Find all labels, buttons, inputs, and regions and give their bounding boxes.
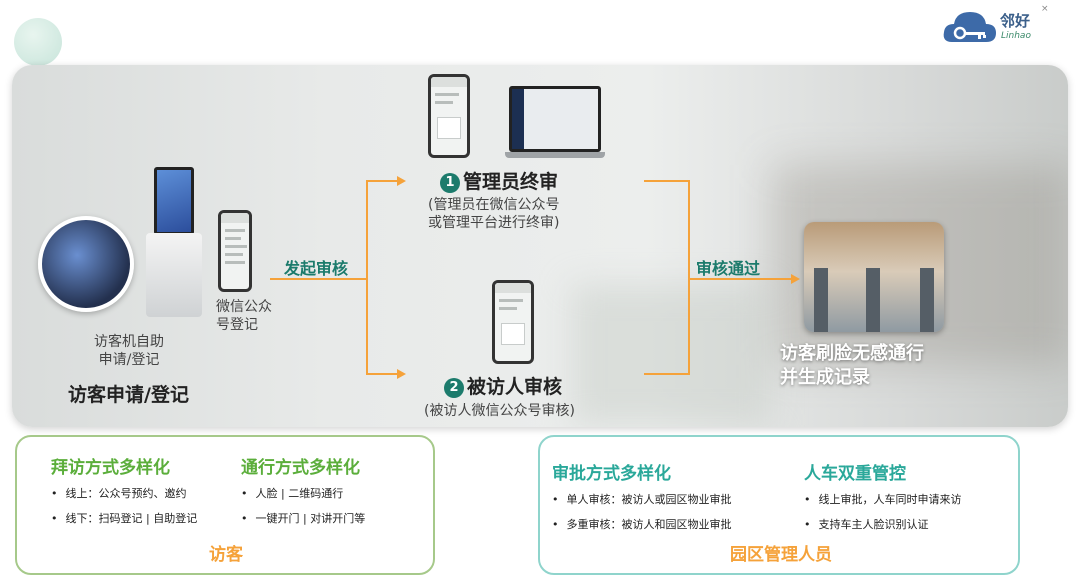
arrow-line xyxy=(366,180,368,375)
visitor-features-box: 拜访方式多样化 线上：公众号预约、邀约 线下：扫码登记 | 自助登记 通行方式多… xyxy=(15,435,435,575)
visit-methods-list: 线上：公众号预约、邀约 线下：扫码登记 | 自助登记 xyxy=(51,485,198,535)
step1-note: (管理员在微信公众号或管理平台进行终审) xyxy=(428,197,560,231)
company-logo: 邻好 Linhao × xyxy=(940,4,1050,50)
manager-footer: 园区管理人员 xyxy=(730,545,832,565)
arrow-line xyxy=(644,373,690,375)
approval-methods-title: 审批方式多样化 xyxy=(552,464,671,484)
list-item: 支持车主人脸识别认证 xyxy=(804,516,962,532)
list-item: 一键开门 | 对讲开门等 xyxy=(241,510,366,526)
list-item: 线上审批，人车同时申请来访 xyxy=(804,491,962,507)
arrow-line xyxy=(644,180,690,182)
visit-methods-title: 拜访方式多样化 xyxy=(51,458,170,478)
arrow-line xyxy=(270,278,368,280)
dual-control-list: 线上审批，人车同时申请来访 支持车主人脸识别认证 xyxy=(804,491,962,541)
background-blur xyxy=(572,285,772,425)
visitor-title: 访客申请/登记 xyxy=(68,384,189,406)
list-item: 单人审核：被访人或园区物业审批 xyxy=(552,491,732,507)
wechat-phone-icon xyxy=(218,210,252,292)
list-item: 多重审核：被访人和园区物业审批 xyxy=(552,516,732,532)
manager-features-box: 审批方式多样化 单人审核：被访人或园区物业审批 多重审核：被访人和园区物业审批 … xyxy=(538,435,1020,575)
dual-control-title: 人车双重管控 xyxy=(804,464,906,484)
list-item: 人脸 | 二维码通行 xyxy=(241,485,365,501)
arrow-line xyxy=(366,373,398,375)
step1-title-text: 管理员终审 xyxy=(463,171,559,193)
admin-laptop-icon xyxy=(505,86,605,159)
visitor-avatar xyxy=(38,216,134,312)
visitor-kiosk-icon xyxy=(146,167,202,317)
access-methods-list: 人脸 | 二维码通行 一键开门 | 对讲开门等 xyxy=(241,485,366,535)
approved-label: 审核通过 xyxy=(696,259,761,278)
kiosk-label: 访客机自助申请/登记 xyxy=(94,334,164,368)
face-gate-photo xyxy=(804,222,944,332)
list-item: 线下：扫码登记 | 自助登记 xyxy=(51,510,198,526)
logo-name: 邻好 xyxy=(1000,12,1031,30)
step2-number-badge: 2 xyxy=(444,378,464,398)
admin-phone-icon xyxy=(428,74,470,158)
arrow-line xyxy=(688,180,690,375)
cloud-key-logo-icon xyxy=(943,12,996,42)
list-item: 线上：公众号预约、邀约 xyxy=(51,485,197,501)
close-icon[interactable]: × xyxy=(1041,4,1049,14)
wechat-label: 微信公众号登记 xyxy=(216,299,272,333)
arrow-line xyxy=(688,278,792,280)
arrow-head-icon xyxy=(791,274,800,284)
start-review-label: 发起审核 xyxy=(284,259,349,278)
step2-note: (被访人微信公众号审核) xyxy=(424,403,575,419)
host-phone-icon xyxy=(492,280,534,364)
arrow-head-icon xyxy=(397,176,406,186)
access-methods-title: 通行方式多样化 xyxy=(241,458,360,478)
decorative-circle xyxy=(14,18,62,66)
logo-subtitle: Linhao xyxy=(1001,31,1031,41)
step1-number-badge: 1 xyxy=(440,173,460,193)
arrow-head-icon xyxy=(397,369,406,379)
result-label: 访客刷脸无感通行并生成记录 xyxy=(780,343,924,388)
step2-title-text: 被访人审核 xyxy=(467,376,563,398)
arrow-line xyxy=(366,180,398,182)
visitor-footer: 访客 xyxy=(209,545,243,565)
approval-methods-list: 单人审核：被访人或园区物业审批 多重审核：被访人和园区物业审批 xyxy=(552,491,732,541)
